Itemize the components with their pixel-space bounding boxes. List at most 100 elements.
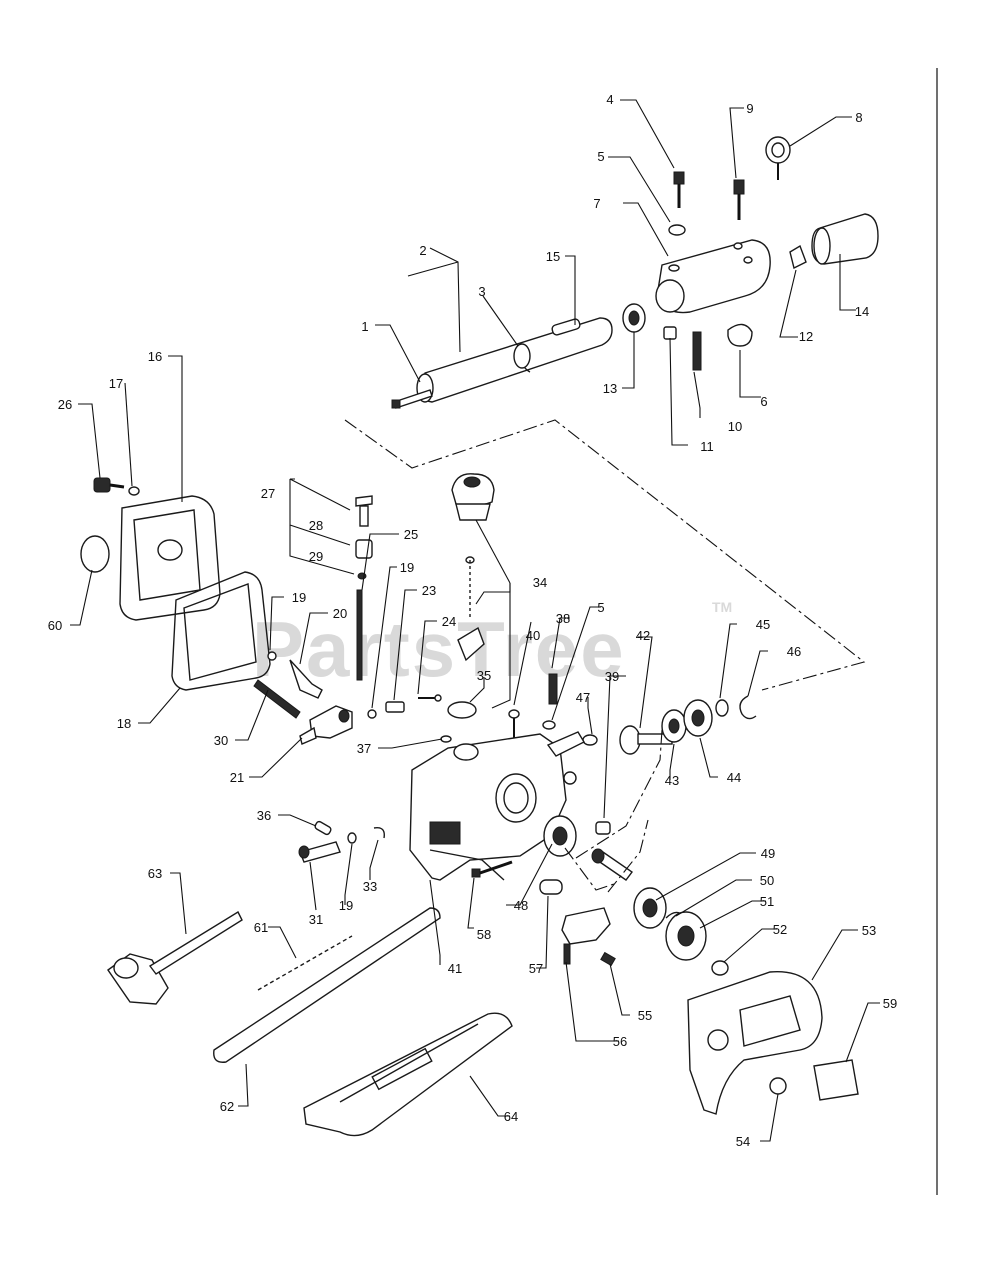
- bearing-48: [543, 815, 577, 857]
- nut-54: [769, 1077, 787, 1095]
- callout-19-a: 19: [292, 590, 306, 605]
- callout-6: 6: [760, 394, 767, 409]
- callout-28: 28: [309, 518, 323, 533]
- callout-45: 45: [756, 617, 770, 632]
- shaft-tube: [416, 317, 613, 403]
- clip-12: [789, 244, 807, 270]
- screw-10: [692, 331, 702, 371]
- bearing-43: [661, 709, 687, 743]
- callout-35: 35: [477, 668, 491, 683]
- callout-52: 52: [773, 922, 787, 937]
- callout-50: 50: [760, 873, 774, 888]
- nut-52: [711, 960, 729, 976]
- bearing-44: [683, 699, 713, 737]
- valve-37: [440, 735, 452, 743]
- oil-line-25: [356, 589, 363, 681]
- o-ring-19-a: [267, 651, 277, 661]
- callout-19-b: 19: [400, 560, 414, 575]
- drive-gear-42: [619, 725, 673, 755]
- callout-59: 59: [883, 996, 897, 1011]
- callout-48: 48: [514, 898, 528, 913]
- callout-54: 54: [736, 1134, 750, 1149]
- bolt-39: [595, 821, 611, 835]
- callout-17: 17: [109, 376, 123, 391]
- clip-33: [373, 827, 385, 839]
- callout-44: 44: [727, 770, 741, 785]
- callout-9: 9: [746, 101, 753, 116]
- callout-20: 20: [333, 606, 347, 621]
- screw-26: [93, 477, 125, 493]
- callout-43: 43: [665, 773, 679, 788]
- watermark: PartsTree TM: [252, 599, 732, 693]
- engine-cover-16: [119, 495, 221, 621]
- callout-61: 61: [254, 920, 268, 935]
- callout-1: 1: [361, 319, 368, 334]
- callout-63: 63: [148, 866, 162, 881]
- adjust-plate-56: [561, 907, 611, 965]
- leader-lines: [70, 99, 880, 1142]
- callout-38: 38: [556, 611, 570, 626]
- callout-40: 40: [526, 628, 540, 643]
- plunger-27: [355, 495, 373, 527]
- guide-bar-62: [213, 907, 441, 1063]
- callout-26: 26: [58, 397, 72, 412]
- scabbard-64: [303, 1012, 513, 1137]
- callout-5: 5: [597, 149, 604, 164]
- screw-38: [548, 673, 558, 705]
- callout-21: 21: [230, 770, 244, 785]
- callout-5-lower: 5: [597, 600, 604, 615]
- callout-11: 11: [700, 439, 714, 454]
- spacer-57: [539, 879, 563, 895]
- drive-shaft: [391, 389, 433, 409]
- callout-7: 7: [593, 196, 600, 211]
- callout-39: 39: [605, 669, 619, 684]
- callout-31: 31: [309, 912, 323, 927]
- callout-8: 8: [855, 110, 862, 125]
- callout-51: 51: [760, 894, 774, 909]
- fitting-20: [289, 659, 323, 699]
- oil-cap-34: [451, 473, 495, 662]
- callout-49: 49: [761, 846, 775, 861]
- callout-64: 64: [504, 1109, 518, 1124]
- sprocket-51: [665, 911, 707, 961]
- pump-28: [355, 539, 373, 559]
- callout-12: 12: [799, 329, 813, 344]
- bearing-13: [622, 303, 646, 333]
- fitting-36: [314, 820, 332, 836]
- callout-37: 37: [357, 741, 371, 756]
- filter-30: [253, 679, 301, 719]
- callout-36: 36: [257, 808, 271, 823]
- bushing-31: [298, 841, 341, 863]
- callout-14: 14: [855, 304, 869, 319]
- screw-9: [733, 179, 745, 220]
- snap-ring-46: [739, 695, 757, 720]
- assembly-lines: [344, 419, 866, 893]
- callout-60: 60: [48, 618, 62, 633]
- sprocket-cover-53: [687, 971, 823, 1115]
- callout-15: 15: [546, 249, 560, 264]
- adjust-screw-55: [600, 951, 616, 967]
- hanger-ring-8: [765, 136, 791, 180]
- gear-housing-41: [409, 731, 585, 881]
- spring-23: [385, 701, 405, 713]
- callout-62: 62: [220, 1099, 234, 1114]
- washer-5b: [542, 720, 556, 730]
- callout-55: 55: [638, 1008, 652, 1023]
- watermark-tm: TM: [712, 599, 732, 615]
- wrench-63: [107, 911, 243, 1005]
- callout-19-c: 19: [339, 898, 353, 913]
- callout-58: 58: [477, 927, 491, 942]
- callout-10: 10: [728, 419, 742, 434]
- nut-11: [663, 326, 677, 340]
- gasket-18: [171, 571, 271, 691]
- callout-29: 29: [309, 549, 323, 564]
- callout-56: 56: [613, 1034, 627, 1049]
- callout-46: 46: [787, 644, 801, 659]
- washer-47: [582, 734, 598, 746]
- ball-24: [418, 694, 442, 702]
- callout-33: 33: [363, 879, 377, 894]
- oil-pump-body-21: [299, 705, 353, 745]
- sprocket-shaft: [591, 848, 633, 881]
- callout-18: 18: [117, 716, 131, 731]
